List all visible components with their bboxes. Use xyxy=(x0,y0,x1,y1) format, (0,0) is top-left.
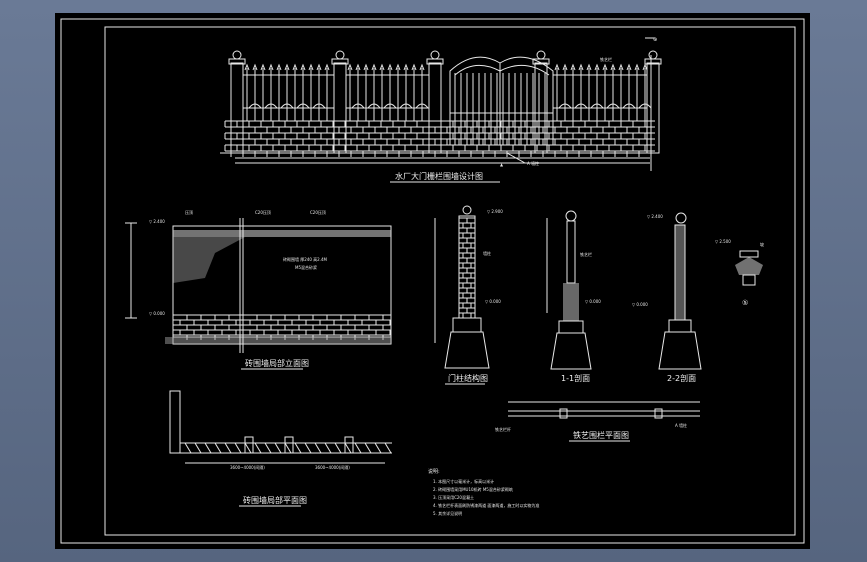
inner-frame xyxy=(104,26,796,536)
section-2-view: ▽ 2.400 ▽ 0.000 2-2剖面 xyxy=(632,212,702,383)
svg-text:铁艺栏杆: 铁艺栏杆 xyxy=(495,426,511,432)
svg-text:C20压顶: C20压顶 xyxy=(255,210,271,215)
fence-elevation-title: 水厂大门栅栏围墙设计图 xyxy=(395,171,483,181)
svg-text:▽ 2.900: ▽ 2.900 xyxy=(487,209,503,214)
svg-text:▽ 0.000: ▽ 0.000 xyxy=(585,299,601,304)
fence-elevation-view: ⊕ ▲ A 墙柱 铁艺栏 水厂大门栅栏围墙设计图 xyxy=(220,37,662,183)
svg-text:⊕: ⊕ xyxy=(653,37,657,43)
svg-text:3600~4000(间隔): 3600~4000(间隔) xyxy=(315,464,350,470)
svg-text:C20压顶: C20压顶 xyxy=(310,210,326,215)
svg-text:▲: ▲ xyxy=(500,162,504,167)
cap-detail-view: ▽ 2.500 坡 ⑤ xyxy=(715,239,764,307)
svg-text:4. 铁艺栏杆表面刷防锈漆两道 面漆两道，施工时以实物为准: 4. 铁艺栏杆表面刷防锈漆两道 面漆两道，施工时以实物为准 xyxy=(433,502,539,508)
svg-text:3600~4000(间隔): 3600~4000(间隔) xyxy=(230,464,265,470)
svg-text:▽ 0.000: ▽ 0.000 xyxy=(632,302,648,307)
svg-text:A 墙柱: A 墙柱 xyxy=(675,422,687,428)
svg-text:▽ 2.400: ▽ 2.400 xyxy=(647,214,663,219)
svg-text:⑤: ⑤ xyxy=(742,299,748,307)
cad-drawing-viewport[interactable]: ⊕ ▲ A 墙柱 铁艺栏 水厂大门栅栏围墙设计图 砖砌围墙 厚240 高2.4M… xyxy=(55,13,810,549)
brick-wall-elevation-view: 砖砌围墙 厚240 高2.4M M5混合砂浆 ▽ 2.400 ▽ 0.000 C… xyxy=(125,210,392,370)
svg-text:1. 本图尺寸以毫米计，标高以米计: 1. 本图尺寸以毫米计，标高以米计 xyxy=(433,478,494,484)
brick-wall-elevation-title: 砖围墙局部立面图 xyxy=(245,358,309,368)
svg-text:坡: 坡 xyxy=(760,241,764,247)
svg-text:▽ 2.400: ▽ 2.400 xyxy=(149,219,165,224)
svg-text:M5混合砂浆: M5混合砂浆 xyxy=(295,264,317,270)
svg-text:压顶: 压顶 xyxy=(185,210,193,215)
svg-text:▽ 0.000: ▽ 0.000 xyxy=(485,299,501,304)
svg-text:2. 砖砌围墙采用MU10机砖 M5混合砂浆砌筑: 2. 砖砌围墙采用MU10机砖 M5混合砂浆砌筑 xyxy=(433,486,513,492)
svg-text:砖砌围墙 厚240 高2.4M: 砖砌围墙 厚240 高2.4M xyxy=(283,256,328,262)
svg-text:▽ 2.500: ▽ 2.500 xyxy=(715,239,731,244)
gate-pillar-title: 门柱结构图 xyxy=(448,373,488,383)
section-1-view: 铁艺栏 ▽ 0.000 1-1剖面 xyxy=(546,210,601,383)
cad-drawing: ⊕ ▲ A 墙柱 铁艺栏 水厂大门栅栏围墙设计图 砖砌围墙 厚240 高2.4M… xyxy=(60,18,805,544)
svg-text:墙柱: 墙柱 xyxy=(483,250,491,256)
svg-text:铁艺栏: 铁艺栏 xyxy=(600,56,612,62)
svg-text:3. 压顶采用C20混凝土: 3. 压顶采用C20混凝土 xyxy=(433,494,474,500)
brick-wall-plan-view: 3600~4000(间隔) 3600~4000(间隔) 砖围墙局部平面图 xyxy=(169,390,392,507)
iron-fence-plan-title: 铁艺围栏平面图 xyxy=(573,430,629,440)
notes-heading: 说明: xyxy=(428,468,440,475)
section-1-title: 1-1剖面 xyxy=(561,373,590,383)
svg-text:5. 其余详见说明: 5. 其余详见说明 xyxy=(433,510,462,516)
brick-wall-plan-title: 砖围墙局部平面图 xyxy=(243,495,307,505)
gate-pillar-view: ▽ 2.900 墙柱 ▽ 0.000 门柱结构图 xyxy=(434,205,503,385)
iron-fence-plan-view: 铁艺栏杆 A 墙柱 铁艺围栏平面图 xyxy=(495,401,700,442)
outer-frame xyxy=(60,18,805,544)
svg-text:▽ 0.000: ▽ 0.000 xyxy=(149,311,165,316)
notes-block: 说明: 1. 本图尺寸以毫米计，标高以米计 2. 砖砌围墙采用MU10机砖 M5… xyxy=(428,468,539,516)
svg-text:A 墙柱: A 墙柱 xyxy=(527,160,539,166)
section-2-title: 2-2剖面 xyxy=(667,373,696,383)
svg-text:铁艺栏: 铁艺栏 xyxy=(580,251,592,257)
